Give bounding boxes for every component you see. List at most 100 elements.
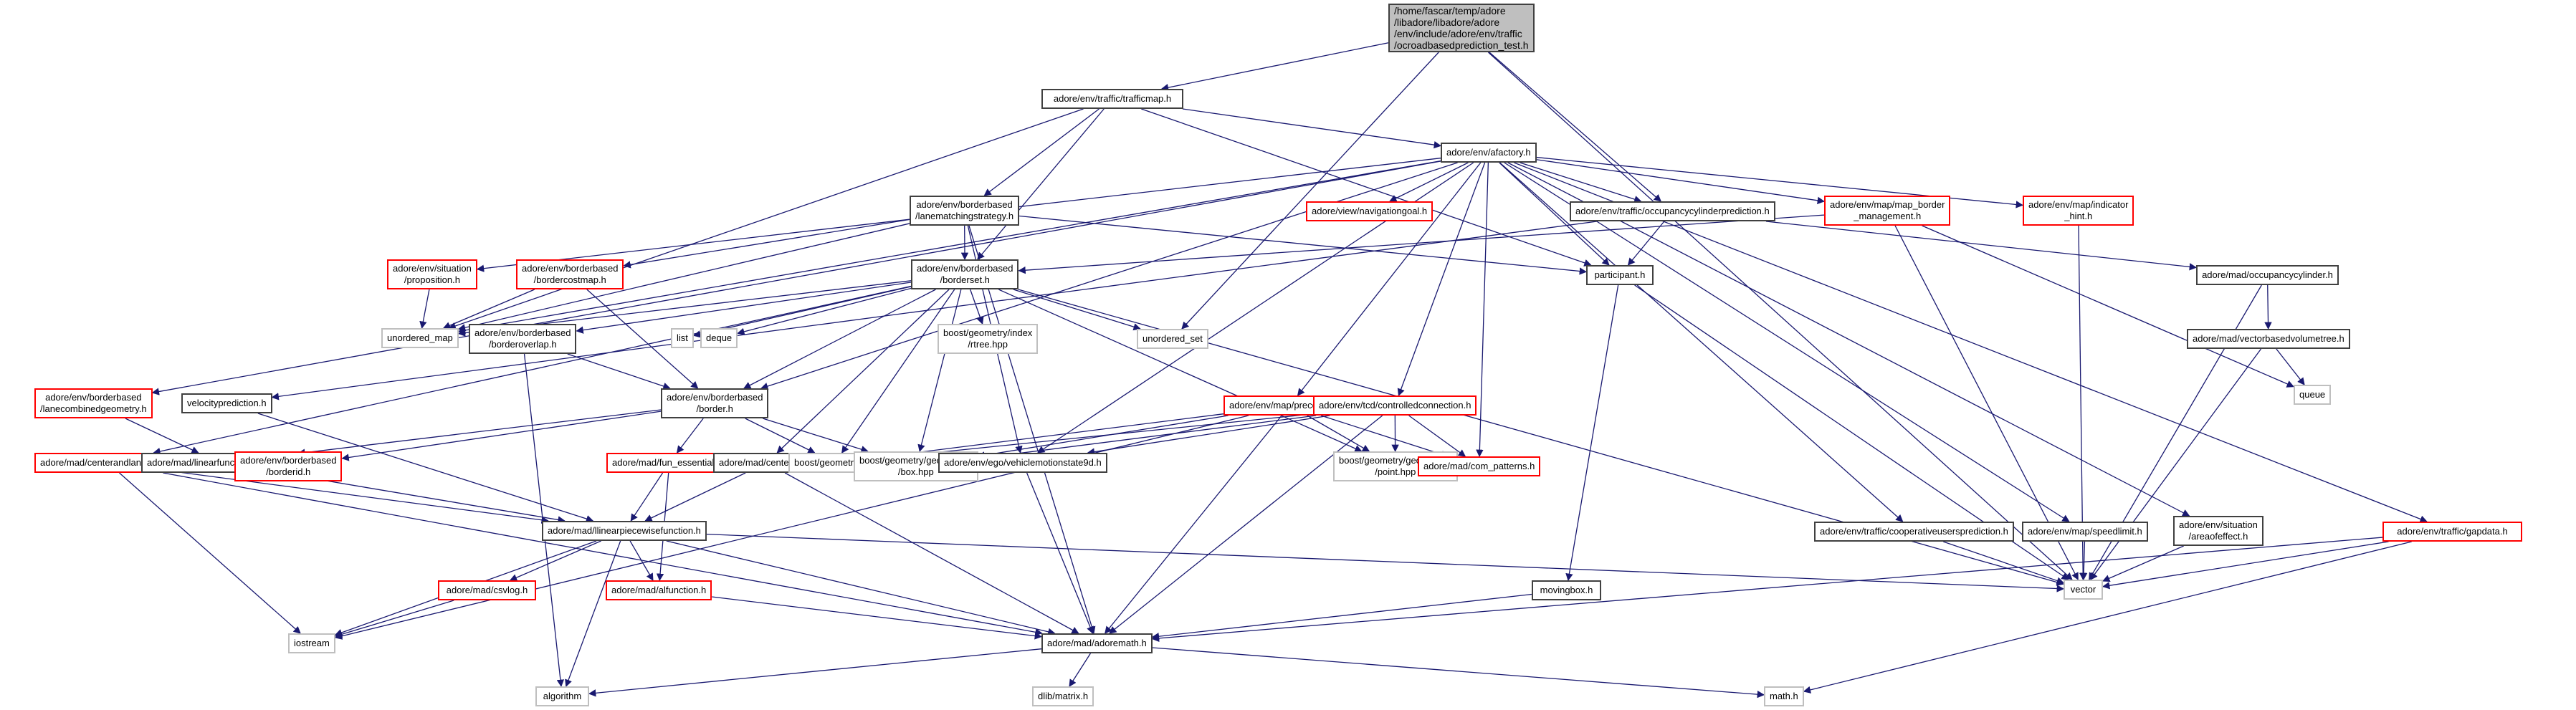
edge-lanematching-to-unordered_map bbox=[457, 223, 910, 332]
node-vms9d[interactable]: adore/env/ego/vehiclemotionstate9d.h bbox=[938, 453, 1107, 473]
node-controlledconn[interactable]: adore/env/tcd/controlledconnection.h bbox=[1313, 395, 1477, 416]
edge-borderset-to-centerlanewidth bbox=[153, 285, 912, 456]
edge-controlledconn-to-adoremath bbox=[1109, 415, 1383, 634]
node-llinpiecewise[interactable]: adore/mad/llinearpiecewisefunction.h bbox=[542, 521, 707, 541]
node-gapdata[interactable]: adore/env/traffic/gapdata.h bbox=[2382, 522, 2522, 542]
edge-vbvt-to-queue bbox=[2276, 348, 2305, 385]
edge-llinpiecewise-to-adoremath bbox=[666, 540, 1056, 635]
node-vbvt[interactable]: adore/mad/vectorbasedvolumetree.h bbox=[2187, 329, 2350, 349]
edge-funess-to-llinpiecewise bbox=[630, 472, 664, 522]
node-lanecombined[interactable]: adore/env/borderbased /lanecombinedgeome… bbox=[34, 388, 153, 418]
edge-borderset-to-border bbox=[743, 289, 936, 389]
edge-adoremath-to-algorithm bbox=[588, 648, 1042, 697]
node-indicator[interactable]: adore/env/map/indicator _hint.h bbox=[2023, 196, 2134, 226]
edge-mapborder-to-queue bbox=[1922, 225, 2294, 388]
edge-velpred-to-llinpiecewise bbox=[257, 413, 594, 523]
node-occpred[interactable]: adore/env/traffic/occupancycylinderpredi… bbox=[1570, 201, 1775, 221]
edge-occpred-to-occcyl bbox=[1765, 221, 2198, 271]
edge-gapdata-to-adoremath bbox=[1151, 537, 2383, 643]
node-lanematching[interactable]: adore/env/borderbased /lanematchingstrat… bbox=[910, 196, 1020, 226]
edge-trafficmap-to-participant bbox=[1141, 108, 1592, 267]
edge-llinpiecewise-to-algorithm bbox=[565, 540, 621, 687]
node-csvlog[interactable]: adore/mad/csvlog.h bbox=[438, 580, 536, 600]
edge-borderset-to-deque bbox=[737, 287, 912, 335]
node-adoremath[interactable]: adore/mad/adoremath.h bbox=[1041, 633, 1153, 653]
edge-borderset-to-unordered_set bbox=[1013, 289, 1141, 331]
edge-borderset-to-borderoverlap bbox=[576, 282, 912, 334]
node-iostream: iostream bbox=[288, 633, 335, 653]
edge-afactory-to-participant bbox=[1499, 162, 1610, 266]
node-alfunction[interactable]: adore/mad/alfunction.h bbox=[606, 580, 712, 600]
edge-trafficmap-to-lanematching bbox=[983, 108, 1099, 196]
node-list: list bbox=[671, 328, 694, 348]
edge-vms9d-to-adoremath bbox=[1026, 472, 1094, 634]
node-proposition[interactable]: adore/env/situation /proposition.h bbox=[387, 259, 477, 289]
edge-bordercostmap-to-unordered_map bbox=[442, 289, 535, 330]
edge-precedence-to-compatterns bbox=[1320, 415, 1449, 459]
node-borderset[interactable]: adore/env/borderbased /borderset.h bbox=[911, 259, 1019, 289]
edge-border-to-borderid bbox=[341, 411, 662, 461]
node-afactory[interactable]: adore/env/afactory.h bbox=[1441, 143, 1537, 163]
edge-afactory-to-compatterns bbox=[1476, 162, 1489, 458]
edge-border-to-linfunctypedefs bbox=[297, 409, 662, 456]
edge-afactory-to-mapborder bbox=[1536, 159, 1826, 204]
edge-occcyl-to-vbvt bbox=[2264, 284, 2272, 330]
node-velpred[interactable]: velocityprediction.h bbox=[181, 393, 272, 413]
edge-lanematching-to-participant bbox=[1019, 215, 1588, 275]
node-unordered_map: unordered_map bbox=[381, 328, 459, 348]
node-coopusers[interactable]: adore/env/traffic/cooperativeuserspredic… bbox=[1814, 522, 2014, 542]
node-navgoal[interactable]: adore/view/navigationgoal.h bbox=[1306, 201, 1434, 221]
edge-proposition-to-unordered_map bbox=[419, 289, 430, 330]
edge-centerlanewidth-to-llinpiecewise bbox=[181, 471, 549, 524]
edge-afactory-to-navgoal bbox=[1389, 162, 1469, 202]
node-borderid[interactable]: adore/env/borderbased /borderid.h bbox=[234, 451, 343, 481]
node-compatterns[interactable]: adore/mad/com_patterns.h bbox=[1418, 456, 1541, 476]
node-deque: deque bbox=[700, 328, 738, 348]
edge-borderset-to-centerline bbox=[776, 289, 950, 454]
edge-centerline-to-adoremath bbox=[784, 472, 1079, 634]
edge-afactory-to-indicator bbox=[1536, 156, 2024, 208]
node-bordercostmap[interactable]: adore/env/borderbased /bordercostmap.h bbox=[516, 259, 624, 289]
node-occcyl[interactable]: adore/mad/occupancycylinder.h bbox=[2196, 265, 2339, 285]
node-border[interactable]: adore/env/borderbased /border.h bbox=[661, 388, 769, 418]
node-participant[interactable]: participant.h bbox=[1586, 265, 1654, 285]
edge-afactory-to-coopusers bbox=[1499, 162, 1904, 522]
edge-controlledconn-to-box bbox=[977, 415, 1317, 461]
edge-movingbox-to-adoremath bbox=[1151, 593, 1532, 641]
edge-afactory-to-controlledconn bbox=[1397, 162, 1486, 396]
node-dlibmatrix: dlib/matrix.h bbox=[1032, 686, 1094, 706]
node-borderoverlap[interactable]: adore/env/borderbased /borderoverlap.h bbox=[469, 324, 577, 354]
node-trafficmap[interactable]: adore/env/traffic/trafficmap.h bbox=[1041, 89, 1183, 109]
node-funess[interactable]: adore/mad/fun_essentials.h bbox=[606, 453, 733, 473]
edge-borderoverlap-to-border bbox=[567, 353, 671, 390]
edge-root-to-occpred bbox=[1489, 52, 1662, 202]
edge-areaofeffect-to-vector bbox=[2102, 545, 2184, 582]
edge-controlledconn-to-vms9d bbox=[1087, 415, 1330, 456]
node-algorithm: algorithm bbox=[535, 686, 589, 706]
node-speedlimit[interactable]: adore/env/map/speedlimit.h bbox=[2022, 522, 2148, 542]
edge-llinpiecewise-to-vector bbox=[706, 533, 2065, 593]
edge-borderset-to-rtree bbox=[970, 289, 984, 325]
node-root[interactable]: /home/fascar/temp/adore /libadore/libado… bbox=[1388, 4, 1535, 52]
node-rtree: boost/geometry/index /rtree.hpp bbox=[938, 324, 1039, 354]
edge-precedence-to-boostgeom bbox=[880, 413, 1224, 460]
edge-lanecombined-to-linfunctypedefs bbox=[125, 418, 199, 454]
edge-alfunction-to-adoremath bbox=[712, 596, 1043, 640]
node-mathh: math.h bbox=[1764, 686, 1804, 706]
edge-root-to-vector bbox=[1487, 52, 2073, 580]
edge-coopusers-to-vector bbox=[1942, 541, 2064, 585]
node-vector: vector bbox=[2064, 580, 2103, 600]
edge-participant-to-movingbox bbox=[1565, 284, 1619, 582]
node-areaofeffect[interactable]: adore/env/situation /areaofeffect.h bbox=[2173, 516, 2263, 546]
edge-adoremath-to-mathh bbox=[1152, 647, 1765, 699]
node-mapborder[interactable]: adore/env/map/map_border _management.h bbox=[1824, 196, 1951, 226]
edge-trafficmap-to-afactory bbox=[1182, 108, 1442, 149]
edge-centerlanewidth-to-adoremath bbox=[163, 472, 1043, 636]
edge-llinpiecewise-to-csvlog bbox=[509, 540, 601, 582]
node-movingbox[interactable]: movingbox.h bbox=[1532, 580, 1601, 600]
edge-gapdata-to-vector bbox=[2102, 541, 2389, 590]
edge-border-to-funess bbox=[676, 418, 704, 454]
edge-afactory-to-occpred bbox=[1520, 162, 1642, 203]
edge-vbvt-to-vector bbox=[2090, 348, 2262, 580]
edge-border-to-boostgeom bbox=[745, 418, 816, 454]
